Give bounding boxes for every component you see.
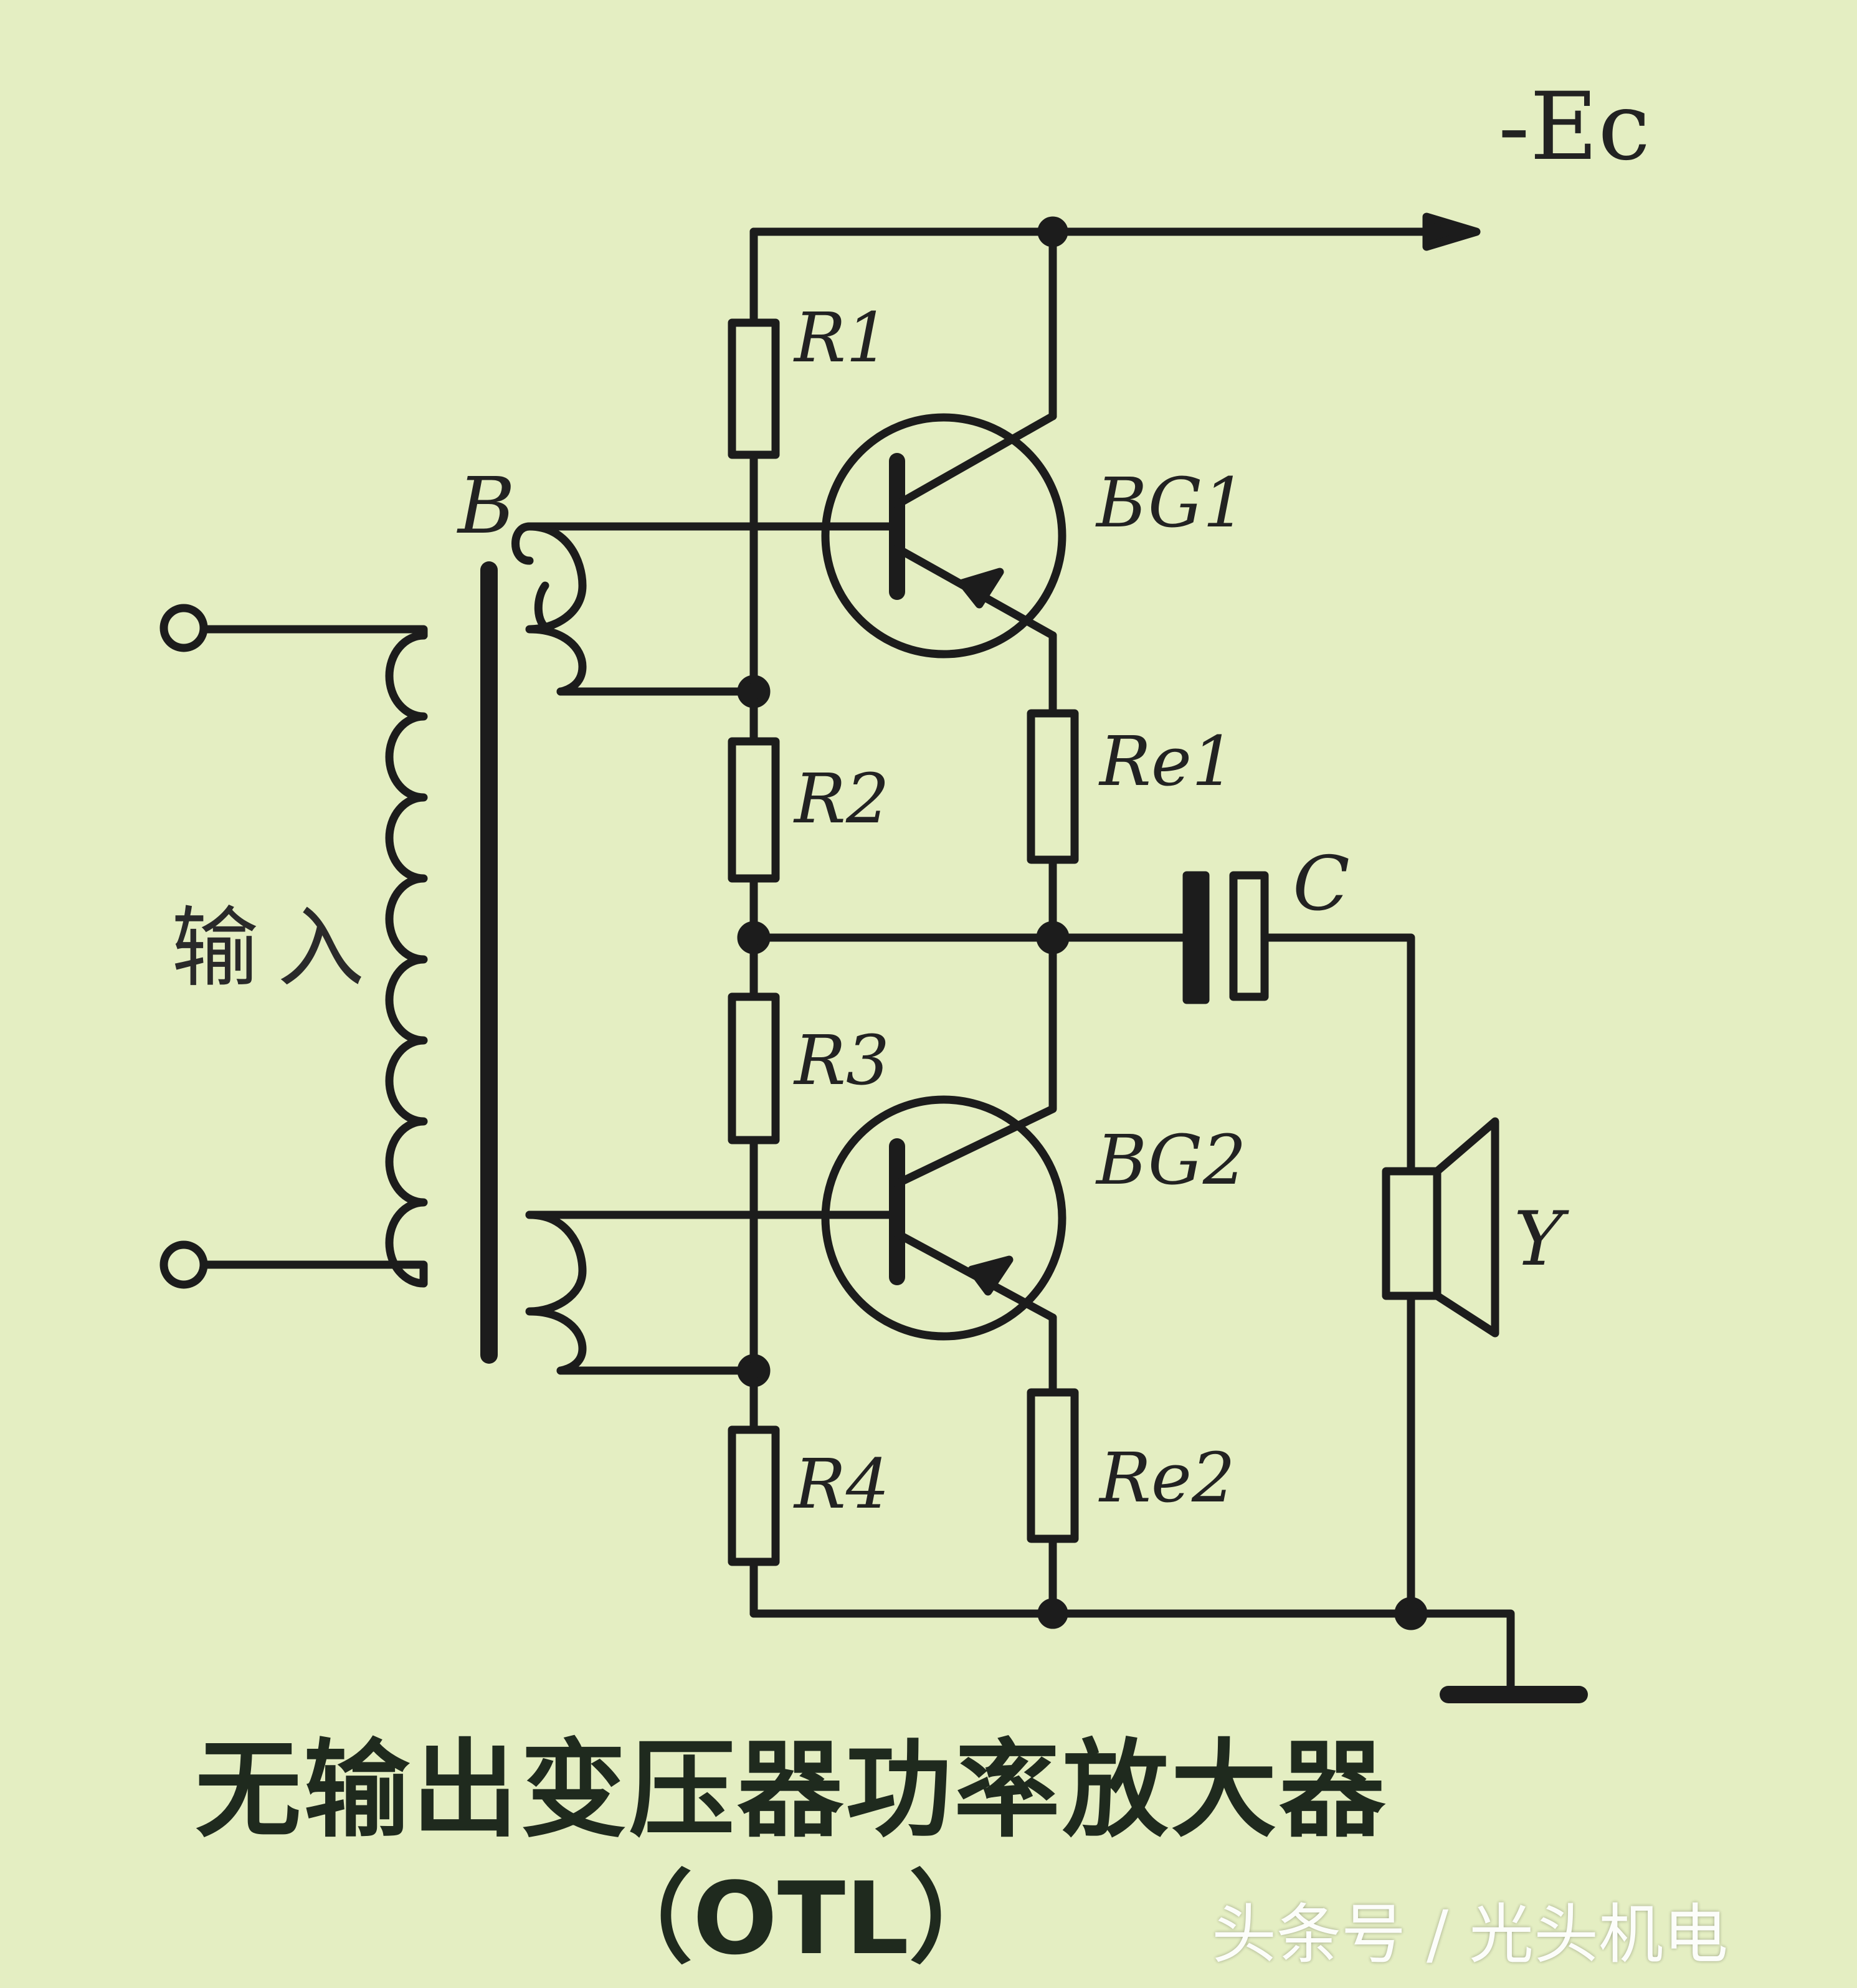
label-speaker: Y xyxy=(1514,1196,1569,1283)
label-re1: Re1 xyxy=(1098,721,1235,801)
junction-r3-r4 xyxy=(737,1354,771,1387)
label-r2: R2 xyxy=(793,759,890,839)
ground-rail xyxy=(749,1609,1515,1696)
junction-mid-left xyxy=(737,921,771,954)
input-label: 输入 xyxy=(171,898,383,999)
input-terminal-bottom xyxy=(159,1240,208,1289)
diagram-subtitle: （OTL） xyxy=(592,1860,1009,1977)
supply-label: -Ec xyxy=(1498,73,1650,181)
label-capacitor: C xyxy=(1293,841,1350,928)
label-r3: R3 xyxy=(793,1020,890,1100)
label-re2: Re2 xyxy=(1098,1438,1235,1518)
speaker-cone xyxy=(1433,1117,1499,1338)
transformer-secondary-coil-lower xyxy=(525,1210,587,1375)
wire-input-bottom xyxy=(201,1260,428,1288)
transistor-bg1-body xyxy=(821,413,1066,659)
label-r4: R4 xyxy=(793,1444,890,1524)
resistor-r1 xyxy=(728,318,780,459)
watermark: 头条号 / 光头机电 xyxy=(1212,1896,1729,1972)
wire-secondary-upper-return xyxy=(534,581,553,634)
resistor-r3 xyxy=(728,992,780,1144)
diagram-title: 无输出变压器功率放大器 xyxy=(195,1729,1388,1852)
capacitor-plate-neg xyxy=(1182,871,1210,1004)
resistor-re1 xyxy=(1027,709,1079,864)
resistor-r4 xyxy=(728,1425,780,1566)
supply-arrow xyxy=(1422,212,1481,251)
label-bg1: BG1 xyxy=(1095,463,1247,543)
capacitor-plate-pos xyxy=(1229,871,1269,1001)
wire-secondary-upper-tail xyxy=(511,522,534,565)
junction-supply xyxy=(1037,216,1068,247)
transistor-bg2-arrow xyxy=(967,1255,1014,1296)
junction-r1-r2 xyxy=(737,675,771,708)
resistor-r2 xyxy=(728,737,780,883)
junction-ground-right xyxy=(1394,1597,1428,1630)
speaker-coil xyxy=(1382,1167,1441,1300)
label-bg2: BG2 xyxy=(1095,1120,1247,1200)
label-r1: R1 xyxy=(793,298,890,378)
junction-mid-right xyxy=(1036,921,1070,954)
transformer-primary-coil xyxy=(385,631,428,1288)
transistor-bg2-collector xyxy=(893,1052,1057,1188)
wire-cap-speaker xyxy=(1260,933,1415,1176)
transistor-bg1-arrow xyxy=(958,568,1004,609)
input-terminal-top xyxy=(159,604,208,652)
transistor-bg1-collector xyxy=(893,412,1057,509)
transformer-secondary-coil-upper xyxy=(525,522,587,696)
junction-ground-center xyxy=(1037,1598,1068,1629)
wire-input-top xyxy=(201,625,428,640)
transformer-label: B xyxy=(457,461,515,551)
resistor-re2 xyxy=(1027,1388,1079,1543)
